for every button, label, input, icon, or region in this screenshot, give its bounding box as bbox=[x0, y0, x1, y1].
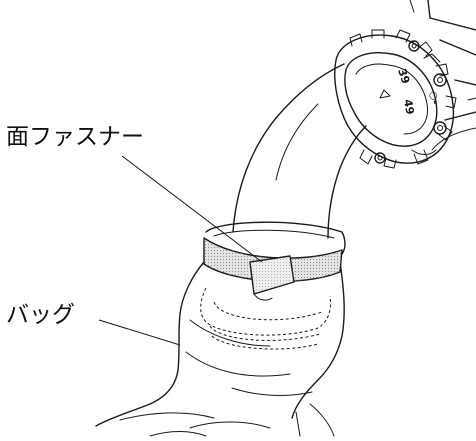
coupling-number-lower: 49 bbox=[401, 98, 416, 115]
coupling-symbol: ○- bbox=[427, 91, 440, 106]
bag-leader-line bbox=[98, 319, 181, 346]
bag bbox=[95, 261, 345, 437]
hose bbox=[232, 63, 367, 239]
hose-coupling: 39 49 ○- bbox=[334, 29, 457, 169]
bag-label: バッグ bbox=[6, 302, 75, 328]
coupling-number-upper: 39 bbox=[395, 67, 412, 86]
hook-and-loop-strap bbox=[203, 221, 346, 301]
fastener-label: 面ファスナー bbox=[6, 124, 144, 150]
fastener-leader-line bbox=[121, 155, 263, 263]
